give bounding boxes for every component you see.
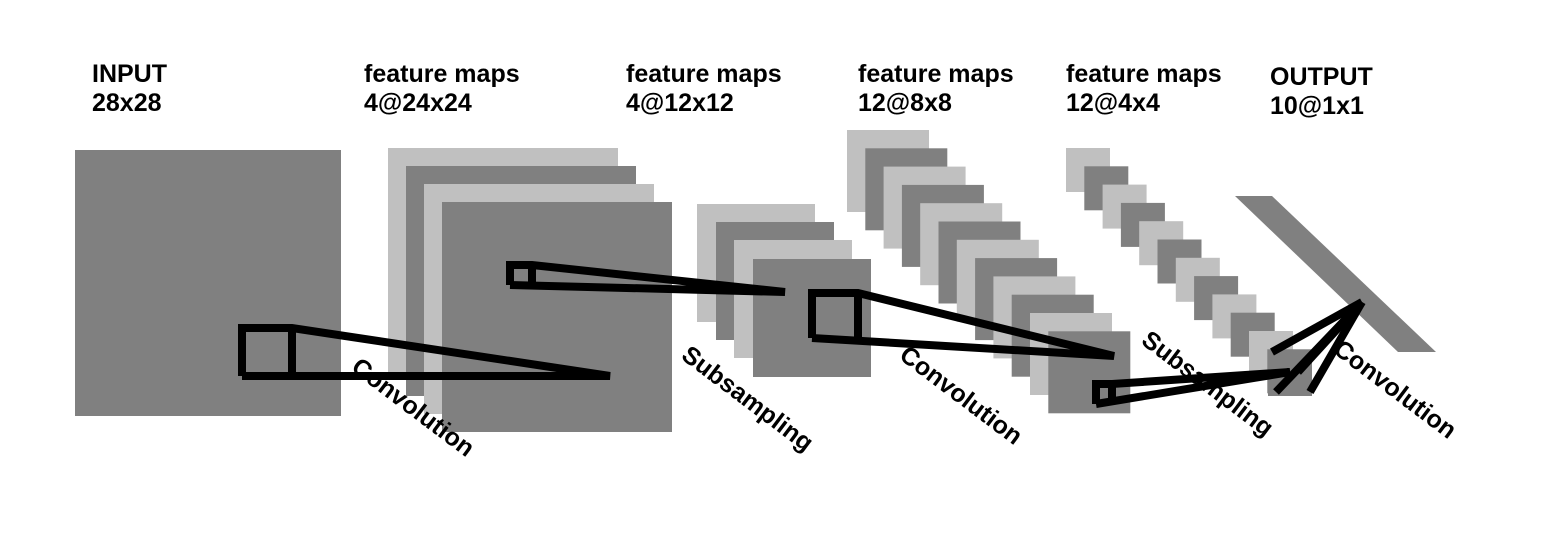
input-map <box>75 150 341 416</box>
output-units <box>1235 196 1436 352</box>
layer-title: INPUT <box>92 60 167 88</box>
output-connection <box>1306 299 1366 395</box>
c3-feature-maps <box>847 130 1131 414</box>
layer-header-s2: feature maps 4@12x12 <box>626 60 782 117</box>
layer-size: 28x28 <box>92 89 162 117</box>
connections <box>238 261 1366 408</box>
layer-header-c1: feature maps 4@24x24 <box>364 60 520 117</box>
feature-map <box>442 202 672 432</box>
layer-title: feature maps <box>858 60 1014 88</box>
layer-title: feature maps <box>364 60 520 88</box>
layer-header-input: INPUT 28x28 <box>92 60 167 117</box>
layer-size: 4@12x12 <box>626 89 734 117</box>
layer-size: 4@24x24 <box>364 89 472 117</box>
layer-size: 10@1x1 <box>1270 92 1364 120</box>
layer-header-s4: feature maps 12@4x4 <box>1066 60 1222 117</box>
layer-size: 12@4x4 <box>1066 89 1160 117</box>
layer-title: feature maps <box>626 60 782 88</box>
output-connection <box>1270 298 1364 356</box>
layer-header-output: OUTPUT 10@1x1 <box>1270 63 1373 120</box>
output-connection <box>1273 299 1365 395</box>
layer-title: feature maps <box>1066 60 1222 88</box>
layer-title: OUTPUT <box>1270 63 1373 91</box>
layer-header-c3: feature maps 12@8x8 <box>858 60 1014 117</box>
s2-feature-maps <box>697 204 871 377</box>
layer-size: 12@8x8 <box>858 89 952 117</box>
